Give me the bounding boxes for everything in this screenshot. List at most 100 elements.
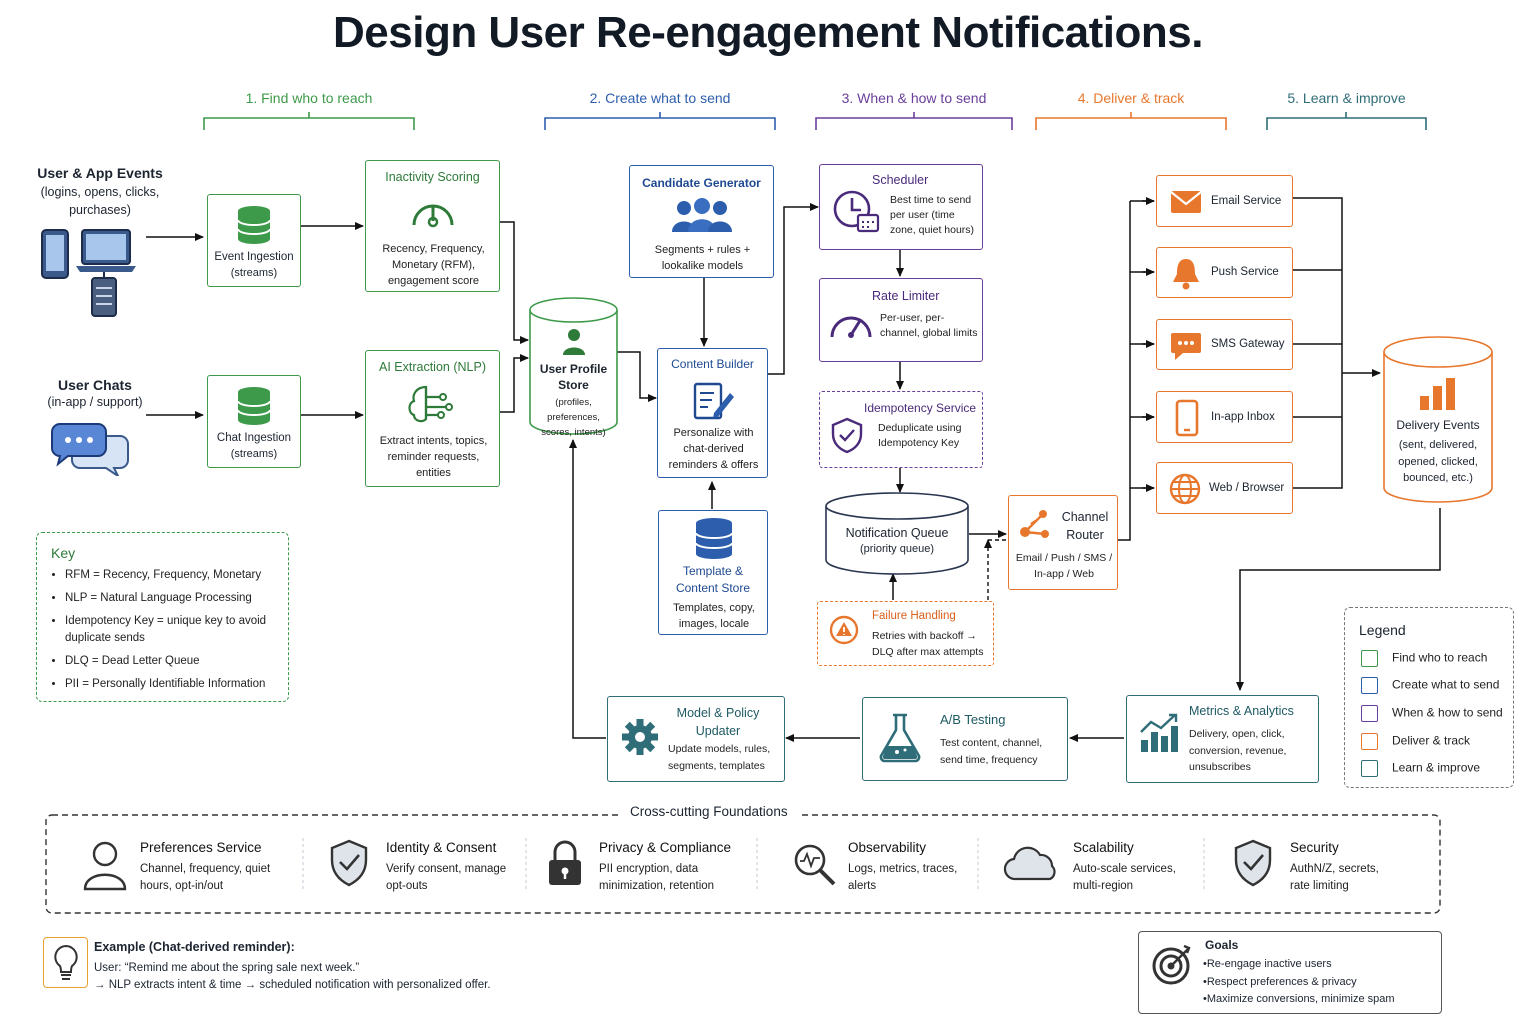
legend-title: Legend — [1359, 622, 1406, 638]
user-icon — [563, 329, 585, 355]
phase-label-2: 2. Create what to send — [589, 90, 731, 106]
inactivity-scoring-node: Inactivity Scoring Recency, Frequency, M… — [365, 160, 500, 292]
ai-extraction-title: AI Extraction (NLP) — [379, 360, 486, 374]
goals-list: •Re-engage inactive users •Respect prefe… — [1203, 956, 1395, 1009]
phase-bracket-3 — [815, 112, 1013, 130]
content-builder-text: Personalize with chat-derived reminders … — [668, 427, 759, 471]
cloud-icon — [1003, 846, 1056, 881]
arrow-content-to-scheduler — [768, 203, 819, 375]
metrics-title: Metrics & Analytics — [1189, 704, 1294, 718]
ab-title: A/B Testing — [940, 712, 1006, 727]
bar-chart-icon — [1420, 378, 1455, 410]
warning-icon — [829, 615, 859, 645]
foundation-text: AuthN/Z, secrets, rate limiting — [1290, 863, 1379, 892]
person-icon — [83, 841, 127, 891]
example-title: Example (Chat-derived reminder): — [94, 940, 295, 954]
foundation-title: Security — [1290, 840, 1339, 855]
in-app-inbox-node[interactable]: In-app Inbox — [1156, 391, 1293, 443]
legend-item-find: Find who to reach — [1361, 650, 1487, 667]
key-item: DLQ = Dead Letter Queue — [65, 653, 297, 670]
chats-source: User Chats (in-app / support) — [30, 377, 160, 409]
template-store-node: Template & Content Store Templates, copy… — [658, 510, 768, 635]
inactivity-text: Recency, Frequency, Monetary (RFM), enga… — [382, 243, 485, 287]
arrow-inactivity-to-profile — [500, 221, 529, 344]
foundation-title: Scalability — [1073, 840, 1134, 855]
chat-ingestion-text: (streams) — [230, 448, 278, 460]
database-icon — [237, 387, 271, 425]
rate-limiter-node: Rate Limiter Per-user, per-channel, glob… — [819, 278, 983, 362]
legend-label: Deliver & track — [1392, 733, 1471, 748]
phase-label-3: 3. When & how to send — [841, 90, 987, 106]
phase-label-5: 5. Learn & improve — [1287, 90, 1406, 106]
legend-label: Find who to reach — [1392, 650, 1488, 665]
legend-item-learn: Learn & improve — [1361, 760, 1480, 777]
globe-icon — [1169, 473, 1201, 505]
router-branch-icon — [1020, 510, 1049, 538]
target-icon — [1152, 944, 1191, 985]
goal-item: •Respect preferences & privacy — [1203, 975, 1357, 988]
web-browser-node[interactable]: Web / Browser — [1156, 462, 1293, 514]
email-service-node[interactable]: Email Service — [1156, 175, 1293, 227]
bell-icon — [1173, 259, 1199, 290]
content-builder-title: Content Builder — [671, 357, 754, 371]
ab-text: Test content, channel, send time, freque… — [940, 737, 1043, 766]
sms-gateway-node[interactable]: SMS Gateway — [1156, 319, 1293, 370]
phase-bracket-4 — [1035, 112, 1227, 130]
foundation-title: Privacy & Compliance — [599, 840, 732, 855]
foundation-text: PII encryption, data minimization, reten… — [599, 863, 715, 892]
key-item: NLP = Natural Language Processing — [65, 590, 297, 607]
key-box: Key RFM = Recency, Frequency, Monetary N… — [36, 532, 289, 702]
phase-bracket-1 — [203, 112, 415, 130]
foundations-title: Cross-cutting Foundations — [620, 804, 798, 819]
magnifier-icon — [794, 844, 836, 886]
arrow-delivery-to-metrics — [1236, 508, 1441, 691]
goal-item: •Maximize conversions, minimize spam — [1203, 993, 1395, 1005]
ai-extraction-text: Extract intents, topics, reminder reques… — [379, 435, 488, 479]
goal-item: •Re-engage inactive users — [1203, 958, 1332, 970]
metrics-text: Delivery, open, click, conversion, reven… — [1189, 728, 1287, 773]
legend-swatch — [1361, 760, 1378, 777]
key-list: RFM = Recency, Frequency, Monetary NLP =… — [51, 567, 297, 699]
events-source-title: User & App Events — [37, 165, 163, 181]
legend-label: Learn & improve — [1392, 760, 1481, 775]
brain-icon — [408, 385, 453, 423]
chat-bubbles-icon — [51, 423, 129, 476]
phase-label-4: 4. Deliver & track — [1077, 90, 1185, 106]
idempotency-node: Idempotency Service Deduplicate using Id… — [819, 391, 983, 468]
ab-testing-node: A/B Testing Test content, channel, send … — [862, 697, 1068, 781]
edit-document-icon — [693, 382, 734, 420]
foundation-text: Auto-scale services, multi-region — [1073, 863, 1176, 892]
queue-text: (priority queue) — [860, 543, 934, 555]
candidate-text: Segments + rules + lookalike models — [654, 244, 751, 272]
chats-source-sub: (in-app / support) — [47, 395, 143, 409]
gauge-icon — [412, 204, 454, 228]
users-group-icon — [672, 198, 732, 232]
push-service-node[interactable]: Push Service — [1156, 247, 1293, 298]
gear-icon — [622, 719, 658, 755]
legend-swatch — [1361, 650, 1378, 667]
failure-text: Retries with backoff → DLQ after max att… — [872, 630, 984, 658]
phase-bracket-5 — [1266, 112, 1427, 130]
goals-title: Goals — [1205, 938, 1239, 952]
chat-ingestion-title: Chat Ingestion — [216, 432, 292, 444]
legend-label: When & how to send — [1392, 705, 1503, 720]
legend-swatch — [1361, 705, 1378, 722]
metrics-node: Metrics & Analytics Delivery, open, clic… — [1126, 695, 1319, 783]
chat-ingestion-node: Chat Ingestion (streams) — [207, 375, 301, 468]
foundation-text: Verify consent, manage opt-outs — [386, 863, 507, 892]
page-title: Design User Re-engagement Notifications. — [333, 8, 1203, 57]
shield-check-icon — [1234, 839, 1272, 887]
legend-swatch — [1361, 677, 1378, 694]
growth-chart-icon — [1140, 713, 1178, 752]
queue-title: Notification Queue — [845, 526, 949, 540]
example-line-1: User: “Remind me about the spring sale n… — [94, 962, 360, 974]
model-text: Update models, rules, segments, template… — [668, 743, 771, 772]
key-item: Idempotency Key = unique key to avoid du… — [65, 613, 297, 647]
legend-label: Create what to send — [1392, 677, 1500, 692]
foundation-title: Identity & Consent — [386, 840, 497, 855]
candidate-generator-node: Candidate Generator Segments + rules + l… — [629, 165, 774, 278]
scheduler-text: Best time to send per user (time zone, q… — [890, 194, 975, 236]
queue-cylinder — [825, 492, 969, 575]
chats-source-title: User Chats — [58, 377, 132, 393]
